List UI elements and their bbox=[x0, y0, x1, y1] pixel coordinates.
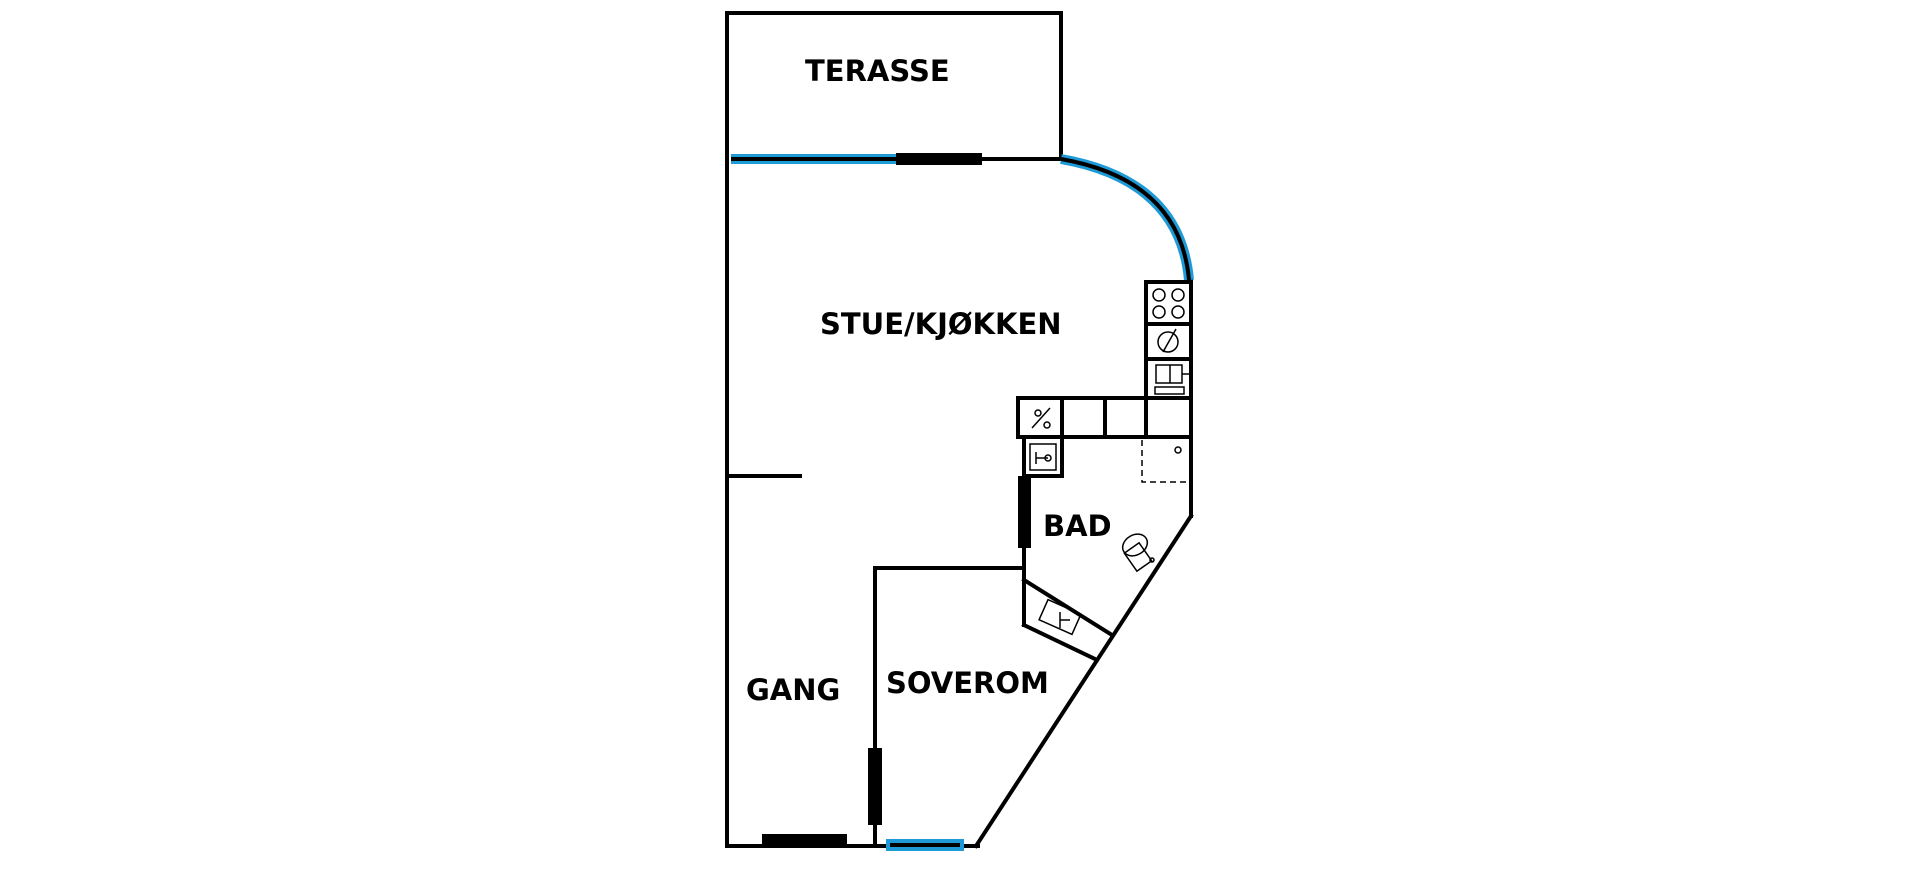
room-label-living-kitchen: STUE/KJØKKEN bbox=[820, 307, 1062, 341]
room-label-terrace: TERASSE bbox=[805, 54, 950, 88]
terrace-door bbox=[896, 153, 982, 165]
curved-window bbox=[1060, 154, 1194, 281]
room-label-hallway: GANG bbox=[746, 673, 840, 707]
toilet-icon bbox=[1121, 533, 1155, 573]
room-label-bedroom: SOVEROM bbox=[886, 666, 1049, 700]
terrace-outline bbox=[725, 11, 1063, 161]
dishwasher-icon bbox=[1154, 364, 1190, 395]
outer-walls bbox=[725, 157, 1194, 849]
entrance-door bbox=[762, 834, 847, 848]
stove-icon bbox=[1152, 288, 1185, 319]
bedroom-window bbox=[886, 839, 964, 851]
kitchen-sink-icon bbox=[1157, 328, 1179, 353]
washing-machine-icon bbox=[1031, 407, 1051, 429]
shower-icon bbox=[1141, 440, 1188, 483]
bathroom-cabinet-icon bbox=[1029, 443, 1057, 471]
room-label-bathroom: BAD bbox=[1043, 509, 1112, 543]
kitchen-counter bbox=[1016, 280, 1193, 439]
bedroom-door bbox=[868, 748, 882, 825]
bathroom-door bbox=[1018, 476, 1031, 548]
